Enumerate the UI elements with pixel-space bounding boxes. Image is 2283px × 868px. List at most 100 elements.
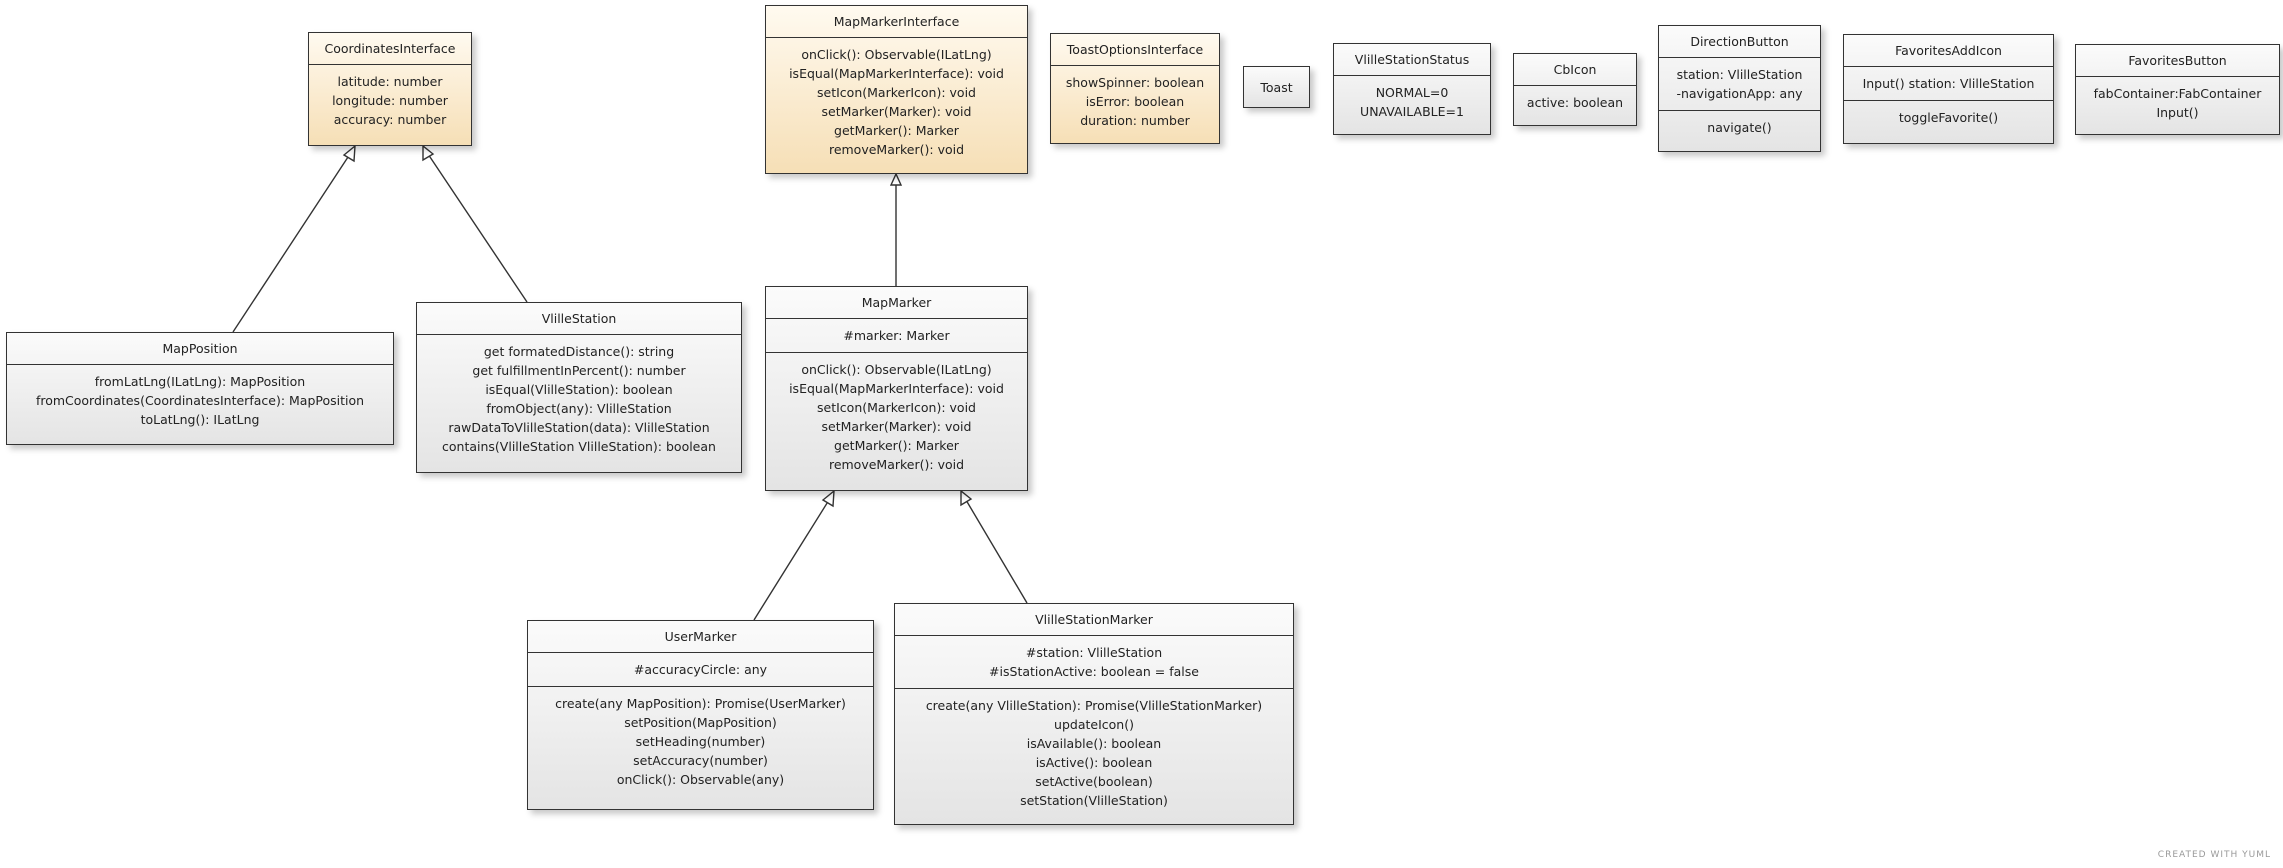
method: isEqual(VlilleStation): boolean bbox=[485, 382, 673, 397]
attribute: active: boolean bbox=[1526, 95, 1624, 110]
method: contains(VlilleStation VlilleStation): b… bbox=[442, 439, 716, 454]
method: getMarker(): Marker bbox=[834, 123, 959, 138]
class-map-position: MapPosition fromLatLng(ILatLng): MapPosi… bbox=[6, 332, 394, 445]
method: setActive(boolean) bbox=[1035, 774, 1153, 789]
arrow-vlillestation-to-coordinatesinterface bbox=[427, 153, 528, 303]
attribute: showSpinner: boolean bbox=[1065, 75, 1205, 90]
class-methods: fromLatLng(ILatLng): MapPosition fromCoo… bbox=[7, 364, 393, 436]
class-name: VlilleStation bbox=[541, 311, 617, 326]
class-name: UserMarker bbox=[664, 629, 737, 644]
method: removeMarker(): void bbox=[828, 142, 965, 157]
method: toLatLng(): ILatLng bbox=[140, 412, 260, 427]
class-map-marker-interface: MapMarkerInterface onClick(): Observable… bbox=[765, 5, 1028, 174]
method: isActive(): boolean bbox=[1035, 755, 1153, 770]
class-name: MapPosition bbox=[162, 341, 238, 356]
class-name: FavoritesButton bbox=[2128, 53, 2227, 68]
attribute: #accuracyCircle: any bbox=[633, 662, 768, 677]
class-methods: create(any MapPosition): Promise(UserMar… bbox=[528, 686, 873, 796]
attribute: UNAVAILABLE=1 bbox=[1360, 104, 1464, 119]
method: onClick(): Observable(ILatLng) bbox=[801, 47, 992, 62]
class-toast: Toast bbox=[1243, 66, 1310, 108]
class-attributes: latitude: number longitude: number accur… bbox=[309, 64, 471, 136]
class-cb-icon: CbIcon active: boolean bbox=[1513, 53, 1637, 126]
method: updateIcon() bbox=[1054, 717, 1134, 732]
method: toggleFavorite() bbox=[1898, 110, 1999, 125]
method: fromCoordinates(CoordinatesInterface): M… bbox=[35, 393, 365, 408]
attribute: #station: VlilleStation bbox=[1025, 645, 1163, 660]
method: onClick(): Observable(any) bbox=[616, 772, 785, 787]
class-methods: onClick(): Observable(ILatLng) isEqual(M… bbox=[766, 352, 1027, 481]
method: setAccuracy(number) bbox=[633, 753, 768, 768]
method: setMarker(Marker): void bbox=[821, 104, 972, 119]
class-methods: toggleFavorite() bbox=[1844, 100, 2053, 134]
method: isEqual(MapMarkerInterface): void bbox=[789, 381, 1004, 396]
class-coordinates-interface: CoordinatesInterface latitude: number lo… bbox=[308, 32, 472, 146]
class-methods: create(any VlilleStation): Promise(Vlill… bbox=[895, 688, 1293, 817]
class-name: CbIcon bbox=[1553, 62, 1597, 77]
arrow-usermarker-to-mapmarker bbox=[753, 499, 830, 621]
class-map-marker: MapMarker #marker: Marker onClick(): Obs… bbox=[765, 286, 1028, 491]
method: setMarker(Marker): void bbox=[821, 419, 972, 434]
method: create(any MapPosition): Promise(UserMar… bbox=[555, 696, 846, 711]
attribute: fabContainer:FabContainer bbox=[2093, 86, 2262, 101]
method: create(any VlilleStation): Promise(Vlill… bbox=[925, 698, 1263, 713]
arrowhead bbox=[342, 144, 356, 163]
class-name: DirectionButton bbox=[1690, 34, 1789, 49]
class-name: VlilleStationMarker bbox=[1035, 612, 1153, 627]
watermark-text: CREATED WITH YUML bbox=[2157, 850, 2271, 860]
attribute: longitude: number bbox=[332, 93, 448, 108]
class-attributes: station: VlilleStation -navigationApp: a… bbox=[1659, 57, 1820, 110]
class-name: MapMarker bbox=[861, 295, 932, 310]
class-user-marker: UserMarker #accuracyCircle: any create(a… bbox=[527, 620, 874, 810]
attribute: latitude: number bbox=[337, 74, 443, 89]
class-attributes: fabContainer:FabContainer Input() bbox=[2076, 76, 2279, 129]
attribute: Input() bbox=[2156, 105, 2199, 120]
method: setIcon(MarkerIcon): void bbox=[817, 400, 976, 415]
attribute: #marker: Marker bbox=[843, 328, 950, 343]
attribute: Input() station: VlilleStation bbox=[1862, 76, 2035, 91]
class-attributes: #marker: Marker bbox=[766, 318, 1027, 352]
arrowhead bbox=[889, 172, 903, 186]
class-favorites-add-icon: FavoritesAddIcon Input() station: Vlille… bbox=[1843, 34, 2054, 144]
class-attributes: showSpinner: boolean isError: boolean du… bbox=[1051, 65, 1219, 137]
method: setStation(VlilleStation) bbox=[1020, 793, 1168, 808]
method: get fulfillmentInPercent(): number bbox=[472, 363, 686, 378]
attribute: accuracy: number bbox=[333, 112, 447, 127]
method: removeMarker(): void bbox=[828, 457, 965, 472]
method: getMarker(): Marker bbox=[834, 438, 959, 453]
class-name: MapMarkerInterface bbox=[833, 14, 960, 29]
class-attributes: #station: VlilleStation #isStationActive… bbox=[895, 635, 1293, 688]
method: fromObject(any): VlilleStation bbox=[486, 401, 672, 416]
method: navigate() bbox=[1707, 120, 1772, 135]
method: rawDataToVlilleStation(data): VlilleStat… bbox=[448, 420, 710, 435]
method: setPosition(MapPosition) bbox=[624, 715, 777, 730]
class-attributes: NORMAL=0 UNAVAILABLE=1 bbox=[1334, 75, 1490, 128]
class-attributes: active: boolean bbox=[1514, 85, 1636, 119]
method: isEqual(MapMarkerInterface): void bbox=[789, 66, 1004, 81]
class-name: Toast bbox=[1260, 80, 1293, 95]
class-toast-options-interface: ToastOptionsInterface showSpinner: boole… bbox=[1050, 33, 1220, 144]
method: onClick(): Observable(ILatLng) bbox=[801, 362, 992, 377]
class-methods: navigate() bbox=[1659, 110, 1820, 144]
class-name: VlilleStationStatus bbox=[1354, 52, 1470, 67]
class-methods: get formatedDistance(): string get fulfi… bbox=[417, 334, 741, 463]
attribute: #isStationActive: boolean = false bbox=[989, 664, 1199, 679]
class-name: FavoritesAddIcon bbox=[1895, 43, 2002, 58]
attribute: station: VlilleStation bbox=[1676, 67, 1803, 82]
class-attributes: #accuracyCircle: any bbox=[528, 652, 873, 686]
class-vlille-station-marker: VlilleStationMarker #station: VlilleStat… bbox=[894, 603, 1294, 825]
class-vlille-station-status: VlilleStationStatus NORMAL=0 UNAVAILABLE… bbox=[1333, 43, 1491, 135]
attribute: isError: boolean bbox=[1085, 94, 1185, 109]
attribute: -navigationApp: any bbox=[1676, 86, 1803, 101]
class-attributes: Input() station: VlilleStation bbox=[1844, 66, 2053, 100]
class-name: ToastOptionsInterface bbox=[1066, 42, 1204, 57]
method: setHeading(number) bbox=[635, 734, 766, 749]
class-direction-button: DirectionButton station: VlilleStation -… bbox=[1658, 25, 1821, 152]
arrowhead bbox=[960, 489, 973, 507]
class-favorites-button: FavoritesButton fabContainer:FabContaine… bbox=[2075, 44, 2280, 135]
method: isAvailable(): boolean bbox=[1026, 736, 1162, 751]
arrow-vlillestationmarker-to-mapmarker bbox=[965, 499, 1028, 604]
class-name: CoordinatesInterface bbox=[324, 41, 456, 56]
